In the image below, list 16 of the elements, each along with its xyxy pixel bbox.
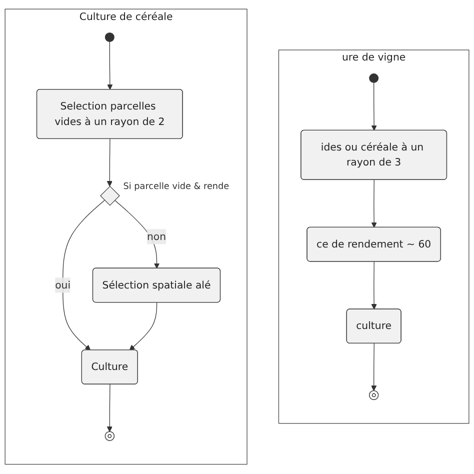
arrow <box>129 302 158 351</box>
arrow <box>371 344 377 392</box>
edge-label: non <box>146 230 166 243</box>
arrow <box>106 139 112 187</box>
arrow <box>371 180 377 228</box>
edge-label: oui <box>55 279 71 292</box>
node-circle <box>369 74 379 84</box>
node-diamond <box>100 186 120 206</box>
arrow <box>106 384 112 432</box>
annotation-text: Si parcelle vide & rende <box>123 182 230 192</box>
arrow <box>371 82 377 132</box>
arrow <box>62 200 105 351</box>
node-circle <box>104 32 114 42</box>
arrow <box>371 262 377 310</box>
arrow <box>107 42 113 90</box>
arrow <box>114 200 160 269</box>
